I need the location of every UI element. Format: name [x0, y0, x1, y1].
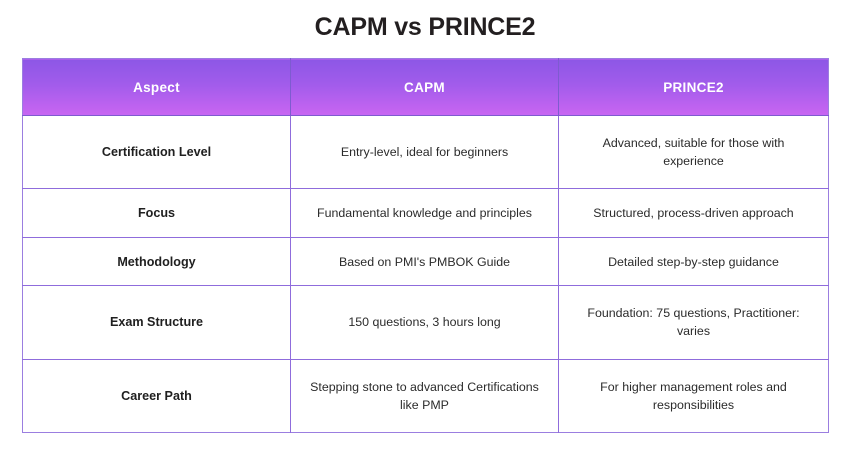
comparison-table-container: Aspect CAPM PRINCE2 Certification Level … [22, 58, 829, 433]
cell-prince2: Foundation: 75 questions, Practitioner: … [558, 285, 829, 360]
header-row: Aspect CAPM PRINCE2 [22, 58, 829, 116]
cell-aspect: Focus [22, 188, 291, 238]
cell-capm: Based on PMI's PMBOK Guide [290, 237, 559, 287]
table-row: Career Path Stepping stone to advanced C… [22, 359, 829, 433]
column-header-prince2: PRINCE2 [558, 58, 829, 116]
cell-prince2: Advanced, suitable for those with experi… [558, 115, 829, 190]
cell-prince2: For higher management roles and responsi… [558, 359, 829, 433]
page-title: CAPM vs PRINCE2 [314, 13, 536, 41]
cell-aspect: Methodology [22, 237, 291, 287]
table-row: Focus Fundamental knowledge and principl… [22, 188, 829, 238]
table-row: Methodology Based on PMI's PMBOK Guide D… [22, 237, 829, 287]
cell-capm: Fundamental knowledge and principles [290, 188, 559, 238]
table-row: Exam Structure 150 questions, 3 hours lo… [22, 285, 829, 360]
cell-capm: Entry-level, ideal for beginners [290, 115, 559, 190]
table-body: Certification Level Entry-level, ideal f… [22, 115, 829, 433]
cell-aspect: Exam Structure [22, 285, 291, 360]
cell-capm: 150 questions, 3 hours long [290, 285, 559, 360]
cell-prince2: Detailed step-by-step guidance [558, 237, 829, 287]
table-row: Certification Level Entry-level, ideal f… [22, 115, 829, 190]
table-header: Aspect CAPM PRINCE2 [22, 58, 829, 116]
comparison-table: Aspect CAPM PRINCE2 Certification Level … [22, 58, 829, 433]
cell-prince2: Structured, process-driven approach [558, 188, 829, 238]
cell-capm: Stepping stone to advanced Certification… [290, 359, 559, 433]
column-header-capm: CAPM [290, 58, 559, 116]
cell-aspect: Certification Level [22, 115, 291, 190]
cell-aspect: Career Path [22, 359, 291, 433]
column-header-aspect: Aspect [22, 58, 291, 116]
